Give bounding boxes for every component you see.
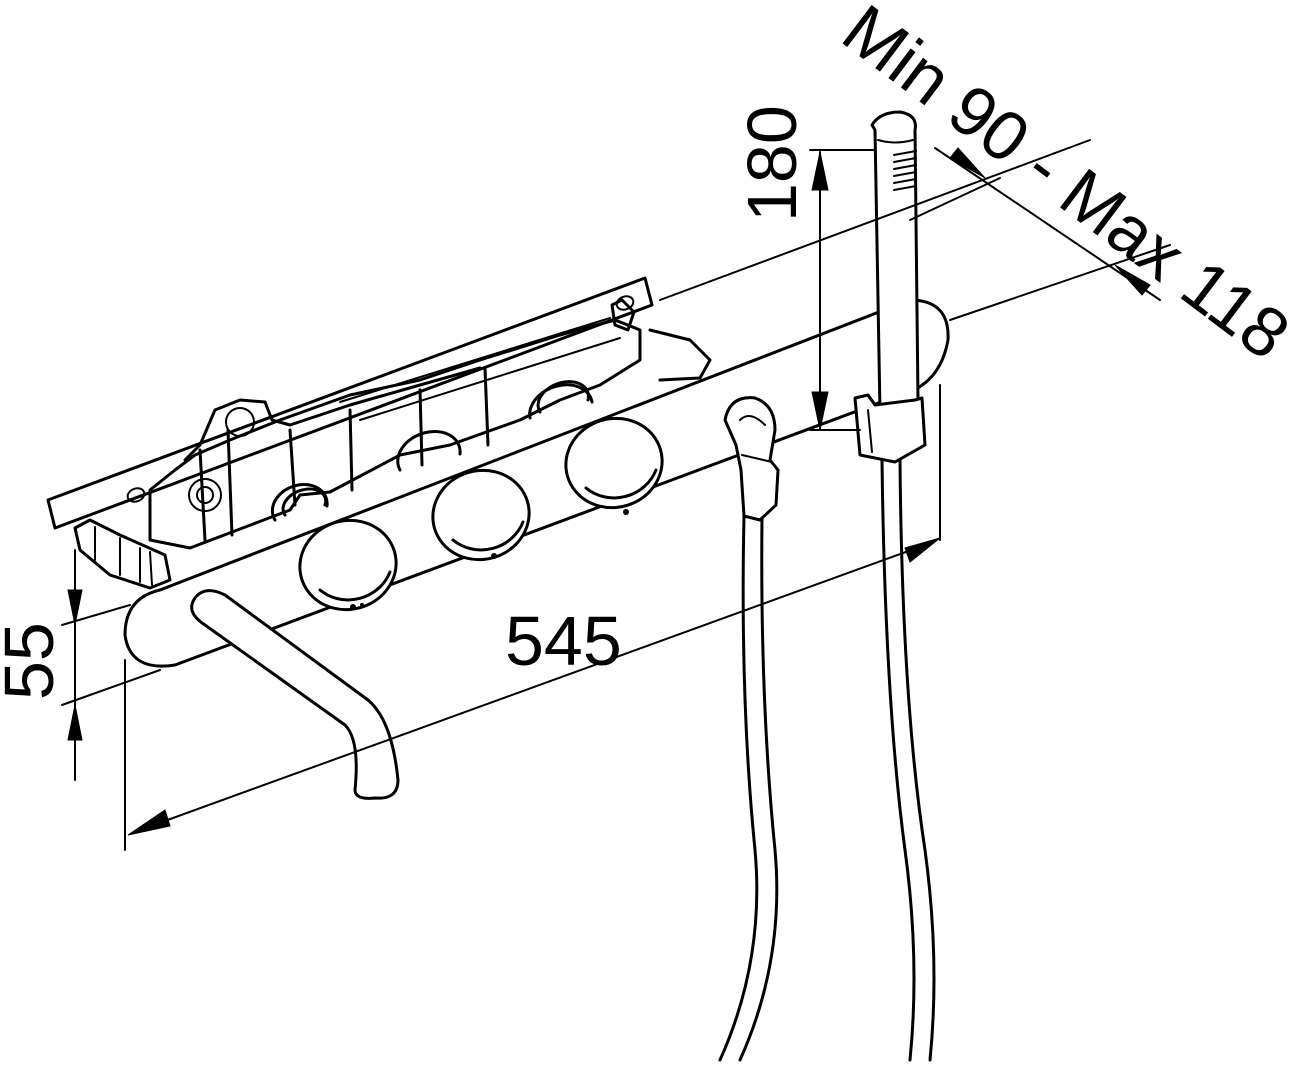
width-dimension-line: [127, 537, 941, 836]
inlet-connector: [73, 518, 172, 590]
shower-hose: [718, 458, 936, 1062]
shower-holder-bracket: [853, 393, 927, 464]
shower-height-dimension-line: [811, 151, 829, 431]
width-dimension-label: 545: [505, 602, 622, 680]
control-knob-3: [564, 416, 664, 515]
control-knob-1: [298, 518, 398, 612]
depth-dimension-line: [934, 147, 1161, 301]
mounting-plate: [46, 276, 654, 530]
control-knob-2: [431, 468, 531, 562]
hand-shower: [870, 110, 920, 414]
shower-height-dimension-label: 180: [733, 105, 811, 222]
height-dimension-line: [67, 549, 83, 781]
extension-lines: [61, 139, 1171, 851]
height-dimension-label: 55: [0, 622, 68, 700]
bath-spout: [190, 589, 400, 800]
valve-body: [148, 298, 712, 550]
hose-outlet-elbow: [723, 396, 780, 522]
shower-spray-nozzles-icon: [893, 150, 917, 191]
